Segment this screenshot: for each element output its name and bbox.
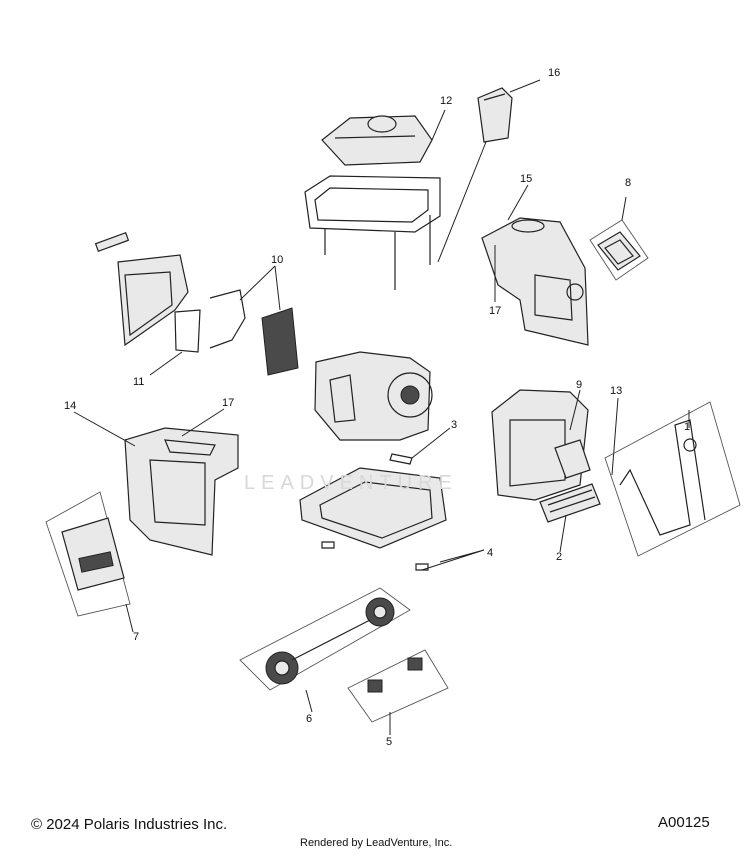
part-small-bracket[interactable] xyxy=(389,453,413,465)
part-frame[interactable] xyxy=(304,175,441,290)
part-fuel-tank[interactable] xyxy=(321,115,433,166)
callout-1[interactable]: 1 xyxy=(684,421,690,433)
part-wheel-kit[interactable] xyxy=(265,597,395,685)
callout-15[interactable]: 15 xyxy=(520,173,532,185)
rendered-by-text: Rendered by LeadVenture, Inc. xyxy=(300,837,453,849)
callout-13[interactable]: 13 xyxy=(610,385,622,397)
figure-code: A00125 xyxy=(658,814,710,831)
part-control-panel[interactable] xyxy=(491,389,591,501)
callout-8[interactable]: 8 xyxy=(625,177,631,189)
part-base-tray[interactable] xyxy=(299,467,447,549)
watermark: LEADVENTURE xyxy=(244,472,458,494)
part-louver[interactable] xyxy=(539,483,601,523)
callout-7[interactable]: 7 xyxy=(133,631,139,643)
callout-5[interactable]: 5 xyxy=(386,736,392,748)
callout-16[interactable]: 16 xyxy=(548,67,560,79)
callout-14[interactable]: 14 xyxy=(64,400,76,412)
part-left-panel[interactable] xyxy=(94,231,201,353)
part-right-cover[interactable] xyxy=(481,217,589,346)
callout-12[interactable]: 12 xyxy=(440,95,452,107)
panel-1 xyxy=(604,401,741,557)
part-vent-panel[interactable] xyxy=(61,517,125,591)
callout-2[interactable]: 2 xyxy=(556,551,562,563)
callout-10[interactable]: 10 xyxy=(271,254,283,266)
part-front-cover[interactable] xyxy=(124,427,239,556)
callout-3[interactable]: 3 xyxy=(451,419,457,431)
part-gasket[interactable] xyxy=(597,231,641,271)
callout-9[interactable]: 9 xyxy=(576,379,582,391)
callout-11[interactable]: 11 xyxy=(133,376,144,388)
callout-17-top[interactable]: 17 xyxy=(489,305,501,317)
panel-7 xyxy=(45,491,131,617)
callout-4[interactable]: 4 xyxy=(487,547,493,559)
panel-5 xyxy=(347,649,449,723)
part-handle[interactable] xyxy=(619,419,706,536)
callout-17-bottom[interactable]: 17 xyxy=(222,397,234,409)
callout-6[interactable]: 6 xyxy=(306,713,312,725)
part-hardware-4[interactable] xyxy=(321,541,429,571)
copyright-text: © 2024 Polaris Industries Inc. xyxy=(31,816,228,833)
part-control-box[interactable] xyxy=(477,87,513,143)
panel-8 xyxy=(589,219,649,281)
part-feet[interactable] xyxy=(367,657,423,693)
part-air-filter[interactable] xyxy=(261,307,299,376)
panel-6 xyxy=(239,587,411,691)
part-bracket[interactable] xyxy=(209,289,246,349)
part-engine[interactable] xyxy=(314,351,433,441)
